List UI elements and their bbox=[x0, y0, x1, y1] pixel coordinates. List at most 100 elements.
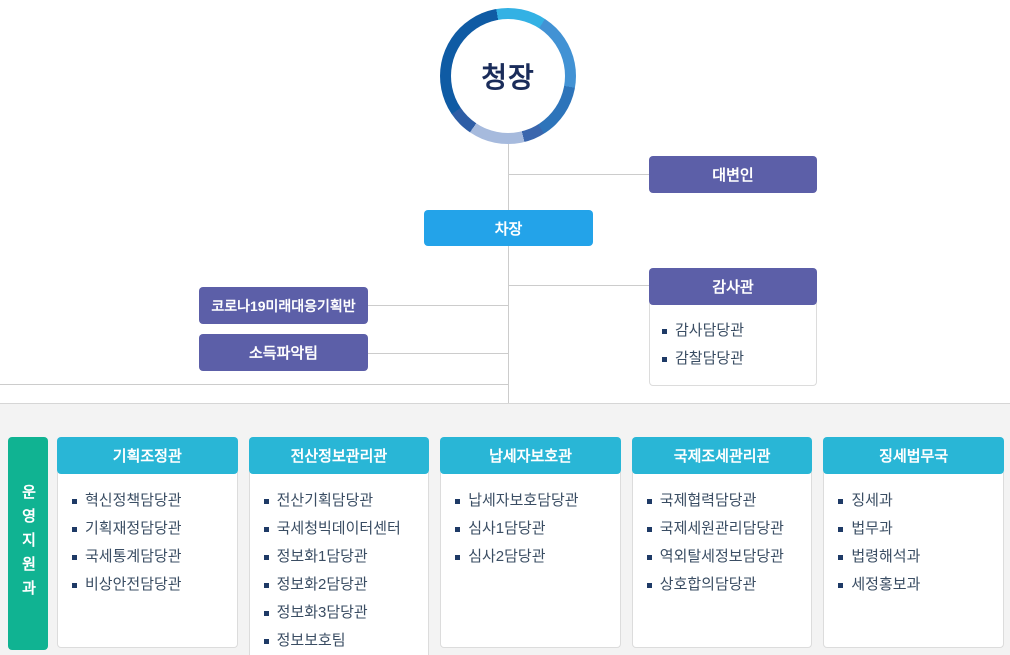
department-header: 징세법무국 bbox=[823, 437, 1004, 474]
list-item-label: 혁신정책담당관 bbox=[85, 492, 182, 509]
list-item-label: 세정홍보과 bbox=[851, 576, 921, 593]
square-bullet-icon bbox=[838, 498, 844, 504]
department-header: 납세자보호관 bbox=[440, 437, 621, 474]
list-item: 국제협력담당관 bbox=[646, 487, 806, 515]
taskforce-covid19-box: 코로나19미래대응기획반 bbox=[199, 287, 368, 324]
taskforce-income-box: 소득파악팀 bbox=[199, 334, 368, 371]
list-item-label: 국제협력담당관 bbox=[659, 492, 757, 509]
list-item: 전산기획담당관 bbox=[263, 487, 423, 515]
list-item-label: 기획재정담당관 bbox=[85, 520, 182, 537]
auditor-header: 감사관 bbox=[649, 268, 817, 305]
list-item-label: 비상안전담당관 bbox=[85, 576, 182, 593]
department-header: 국제조세관리관 bbox=[631, 437, 813, 474]
square-bullet-icon bbox=[662, 328, 667, 334]
list-item-label: 정보화1담당관 bbox=[276, 548, 368, 565]
square-bullet-icon bbox=[72, 582, 77, 588]
list-item: 기획재정담당관 bbox=[72, 515, 231, 543]
list-item-label: 정보화3담당관 bbox=[276, 604, 368, 621]
spokesperson-box: 대변인 bbox=[649, 156, 817, 193]
connector-taskforce-2 bbox=[368, 353, 508, 354]
connector-auditor bbox=[508, 285, 650, 286]
list-item-label: 법령해석과 bbox=[851, 548, 921, 565]
list-item: 국세청빅데이터센터 bbox=[263, 515, 423, 543]
list-item: 역외탈세정보담당관 bbox=[646, 543, 806, 571]
square-bullet-icon bbox=[838, 582, 844, 588]
department-body: 혁신정책담당관 기획재정담당관 국세통계담당관 비상안전담당관 bbox=[57, 472, 238, 648]
square-bullet-icon bbox=[455, 526, 461, 532]
list-item: 정보화1담당관 bbox=[263, 543, 423, 571]
list-item: 납세자보호담당관 bbox=[455, 487, 614, 515]
list-item-label: 납세자보호담당관 bbox=[468, 492, 579, 509]
department-column-planning: 기획조정관 혁신정책담당관 기획재정담당관 국세통계담당관 비상안전담당관 bbox=[57, 437, 238, 648]
deputy-commissioner-box: 차장 bbox=[424, 210, 593, 246]
connector-vertical-main bbox=[508, 144, 509, 403]
department-column-international: 국제조세관리관 국제협력담당관 국제세원관리담당관 역외탈세정보담당관 상호합의… bbox=[631, 437, 813, 648]
connector-spokesperson bbox=[508, 174, 649, 175]
department-column-taxpayer: 납세자보호관 납세자보호담당관 심사1담당관 심사2담당관 bbox=[440, 437, 621, 648]
chief-circle-ring: 청장 bbox=[440, 8, 576, 144]
connector-taskforce-1 bbox=[368, 305, 508, 306]
list-item-label: 국제세원관리담당관 bbox=[659, 520, 784, 537]
square-bullet-icon bbox=[646, 554, 652, 560]
list-item-label: 전산기획담당관 bbox=[276, 492, 374, 509]
list-item: 심사2담당관 bbox=[455, 543, 614, 571]
list-item: 세정홍보과 bbox=[838, 571, 997, 599]
square-bullet-icon bbox=[72, 526, 77, 532]
square-bullet-icon bbox=[263, 498, 269, 504]
list-item: 국제세원관리담당관 bbox=[646, 515, 806, 543]
department-body: 징세과 법무과 법령해석과 세정홍보과 bbox=[823, 472, 1004, 648]
section-divider bbox=[0, 403, 1010, 404]
department-column-legal: 징세법무국 징세과 법무과 법령해석과 세정홍보과 bbox=[823, 437, 1004, 648]
list-item: 법무과 bbox=[838, 515, 997, 543]
list-item: 혁신정책담당관 bbox=[72, 487, 231, 515]
square-bullet-icon bbox=[838, 554, 844, 560]
bottom-panel: 운영지원과 기획조정관 혁신정책담당관 기획재정담당관 국세통계담당관 비상안전… bbox=[0, 404, 1010, 655]
list-item-label: 정보화2담당관 bbox=[276, 576, 368, 593]
square-bullet-icon bbox=[263, 638, 269, 644]
square-bullet-icon bbox=[455, 498, 461, 504]
list-item: 감사담당관 bbox=[662, 317, 804, 345]
list-item: 상호합의담당관 bbox=[646, 571, 806, 599]
list-item-label: 감찰담당관 bbox=[675, 350, 745, 367]
square-bullet-icon bbox=[72, 498, 77, 504]
list-item: 징세과 bbox=[838, 487, 997, 515]
auditor-panel: 감사관 감사담당관 감찰담당관 bbox=[649, 268, 817, 386]
list-item-label: 감사담당관 bbox=[675, 322, 745, 339]
list-item: 정보화2담당관 bbox=[263, 571, 423, 599]
square-bullet-icon bbox=[263, 554, 269, 560]
department-column-it: 전산정보관리관 전산기획담당관 국세청빅데이터센터 정보화1담당관 정보화2담당… bbox=[248, 437, 430, 655]
auditor-body: 감사담당관 감찰담당관 bbox=[649, 303, 817, 386]
department-body: 전산기획담당관 국세청빅데이터센터 정보화1담당관 정보화2담당관 정보화3담당… bbox=[248, 472, 430, 655]
list-item-label: 국세청빅데이터센터 bbox=[276, 520, 401, 537]
list-item: 감찰담당관 bbox=[662, 345, 804, 373]
list-item-label: 역외탈세정보담당관 bbox=[659, 548, 784, 565]
departments-row: 운영지원과 기획조정관 혁신정책담당관 기획재정담당관 국세통계담당관 비상안전… bbox=[8, 437, 1004, 655]
list-item-label: 심사1담당관 bbox=[468, 520, 546, 537]
square-bullet-icon bbox=[263, 526, 269, 532]
square-bullet-icon bbox=[646, 526, 652, 532]
chief-label: 청장 bbox=[451, 19, 565, 133]
list-item: 정보화3담당관 bbox=[263, 599, 423, 627]
list-item-label: 국세통계담당관 bbox=[85, 548, 182, 565]
square-bullet-icon bbox=[263, 610, 269, 616]
square-bullet-icon bbox=[646, 582, 652, 588]
square-bullet-icon bbox=[838, 526, 844, 532]
list-item-label: 상호합의담당관 bbox=[659, 576, 757, 593]
square-bullet-icon bbox=[72, 554, 77, 560]
connector-left-branch bbox=[0, 384, 509, 385]
square-bullet-icon bbox=[263, 582, 269, 588]
department-body: 납세자보호담당관 심사1담당관 심사2담당관 bbox=[440, 472, 621, 648]
list-item: 정보보호팀 bbox=[263, 627, 423, 655]
list-item-label: 징세과 bbox=[851, 492, 893, 509]
square-bullet-icon bbox=[646, 498, 652, 504]
square-bullet-icon bbox=[662, 356, 667, 362]
square-bullet-icon bbox=[455, 554, 461, 560]
list-item-label: 심사2담당관 bbox=[468, 548, 546, 565]
department-header: 전산정보관리관 bbox=[248, 437, 430, 474]
list-item: 비상안전담당관 bbox=[72, 571, 231, 599]
department-header: 기획조정관 bbox=[57, 437, 238, 474]
department-body: 국제협력담당관 국제세원관리담당관 역외탈세정보담당관 상호합의담당관 bbox=[631, 472, 813, 648]
list-item: 국세통계담당관 bbox=[72, 543, 231, 571]
list-item: 법령해석과 bbox=[838, 543, 997, 571]
